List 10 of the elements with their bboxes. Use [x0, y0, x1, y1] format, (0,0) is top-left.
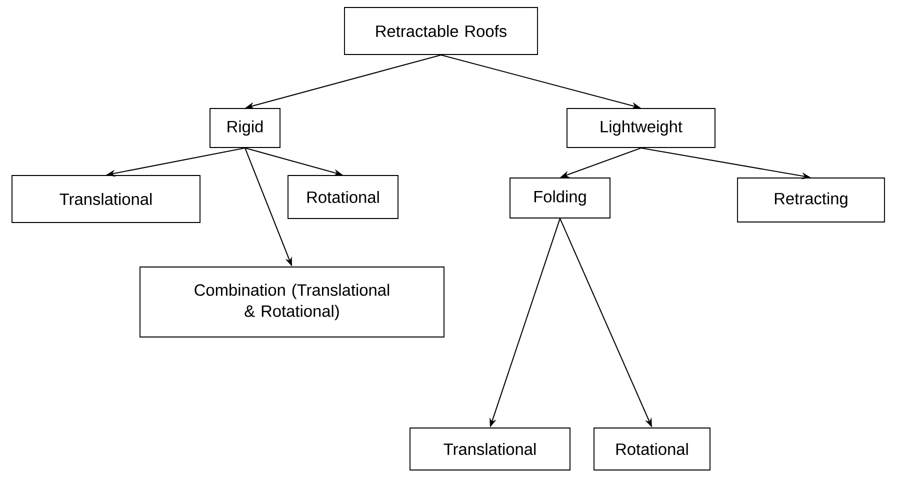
- category-box: Rotational: [288, 175, 398, 219]
- category-box: Translational: [410, 428, 570, 470]
- category-box: Rigid: [210, 108, 280, 148]
- category-box: Lightweight: [566, 108, 716, 148]
- category-box: Retractable Roofs: [344, 7, 538, 55]
- category-box: Rotational: [594, 428, 710, 470]
- category-box: Translational: [12, 175, 200, 223]
- category-box: Combination (Translational & Rotational): [140, 266, 444, 338]
- category-box: Retracting: [737, 178, 885, 222]
- category-box: Folding: [510, 178, 610, 218]
